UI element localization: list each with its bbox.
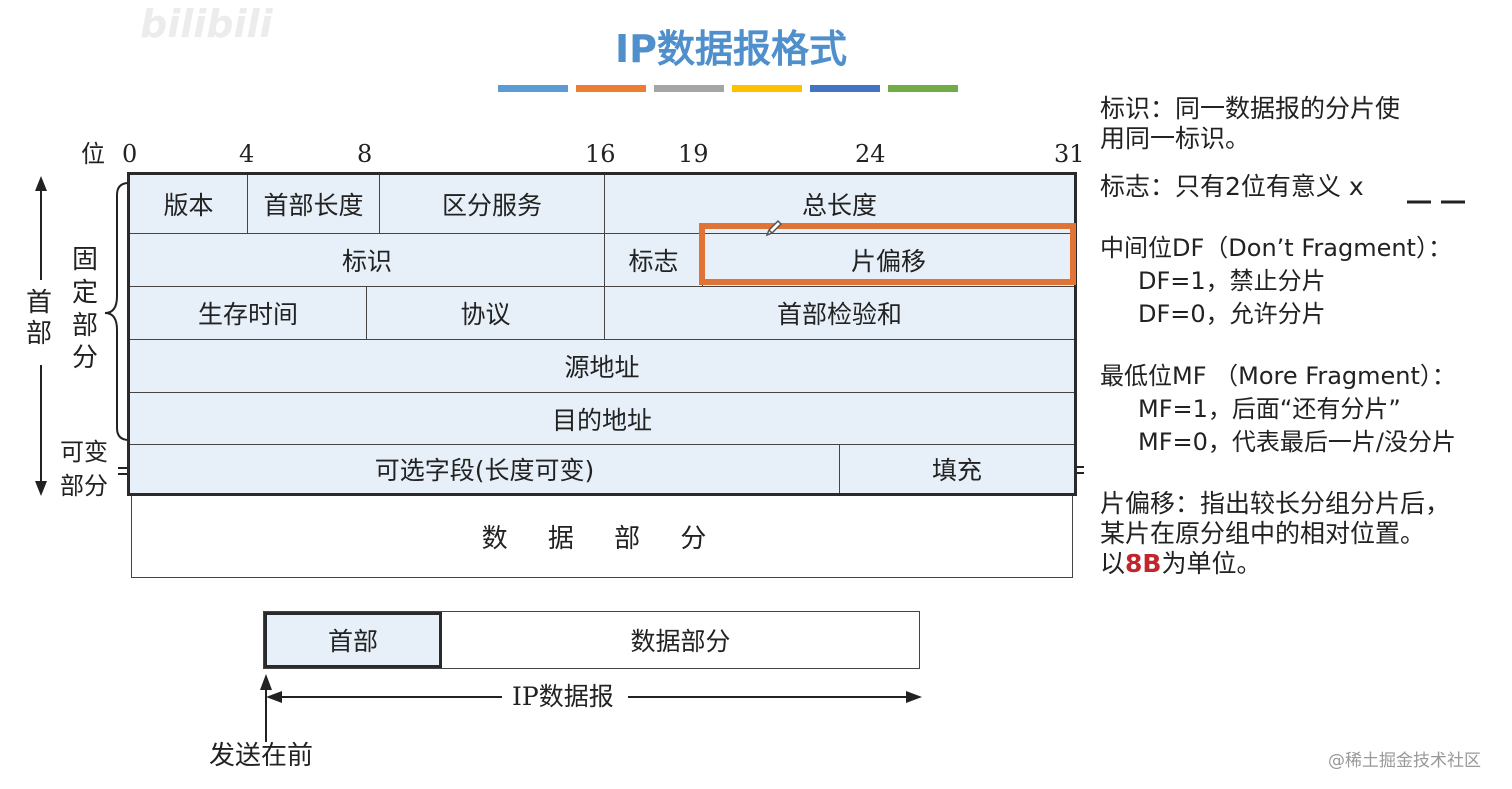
note-flags-row: 标志：只有2位有意义 x — [1100, 172, 1364, 202]
field-options: 可选字段(长度可变) — [130, 445, 840, 493]
note-df-title: 中间位DF（Don’t Fragment）： — [1100, 234, 1452, 262]
note-mf-0: MF=0，代表最后一片/没分片 — [1138, 427, 1456, 456]
datagram-arrows — [260, 674, 922, 742]
variable-part-label-line1: 可变 — [60, 438, 108, 466]
note-df-1: DF=1，禁止分片 — [1138, 266, 1326, 295]
note-mf-1: MF=1，后面“还有分片” — [1138, 394, 1401, 423]
note-fo-3-post: 为单位。 — [1161, 549, 1262, 578]
color-stripe-3 — [654, 85, 724, 92]
bit-tick-19: 19 — [678, 140, 709, 168]
field-protocol: 协议 — [367, 287, 605, 340]
page-title: IP数据报格式 — [615, 27, 847, 71]
note-fo-3-pre: 以 — [1100, 549, 1126, 578]
bit-tick-4: 4 — [239, 140, 255, 168]
field-header-checksum: 首部检验和 — [605, 287, 1074, 340]
field-header-length: 首部长度 — [248, 175, 380, 234]
ip-header-table: 版本 首部长度 区分服务 总长度 标识 标志 片偏移 生存时间 协议 首部检验和… — [127, 172, 1077, 496]
note-mf-block: 最低位MF （More Fragment）： MF=1，后面“还有分片” MF=… — [1100, 362, 1456, 456]
bilibili-watermark: bilibili — [140, 2, 273, 46]
note-identification-2: 用同一标识。 — [1100, 124, 1251, 153]
juejin-watermark: @稀土掘金技术社区 — [1328, 751, 1481, 771]
fragment-offset-highlight — [699, 223, 1076, 285]
field-source-address: 源地址 — [130, 340, 1074, 393]
field-ttl: 生存时间 — [130, 287, 367, 340]
field-destination-address: 目的地址 — [130, 393, 1074, 445]
fixed-part-side-label: 固定部分 — [72, 245, 99, 374]
note-df-0: DF=0，允许分片 — [1138, 299, 1326, 328]
datagram-header: 首部 — [264, 612, 442, 668]
datagram-label: IP数据报 — [512, 682, 614, 711]
color-stripe-1 — [498, 85, 568, 92]
field-fragment-offset: 片偏移 — [703, 234, 1074, 287]
variable-part-label-line2: 部分 — [60, 472, 108, 500]
color-stripe-5 — [810, 85, 880, 92]
field-padding: 填充 — [931, 456, 982, 485]
send-first-label: 发送在前 — [209, 741, 314, 771]
note-fo-2: 某片在原分组中的相对位置。 — [1100, 519, 1426, 548]
field-identification: 标识 — [130, 234, 605, 287]
note-identification-1: 标识：同一数据报的分片使 — [1100, 94, 1401, 123]
bit-tick-24: 24 — [855, 140, 886, 168]
color-stripe-6 — [888, 85, 958, 92]
datagram-data: 数据部分 — [630, 627, 731, 656]
note-fragment-offset-block: 片偏移：指出较长分组分片后， 某片在原分组中的相对位置。 以8B为单位。 — [1100, 489, 1450, 579]
color-stripe-4 — [732, 85, 802, 92]
color-stripe-2 — [576, 85, 646, 92]
datagram-box: 首部 数据部分 — [263, 611, 920, 669]
header-side-label: 首部 — [26, 288, 53, 350]
notes-panel: 标识：同一数据报的分片使 用同一标识。 — [1100, 94, 1400, 154]
note-fo-3-unit: 8B — [1125, 549, 1162, 578]
field-version: 版本 — [130, 175, 248, 234]
bit-tick-0: 0 — [122, 140, 138, 168]
pen-cursor-icon — [765, 219, 783, 237]
bit-axis-label: 位 — [81, 140, 105, 168]
bit-tick-8: 8 — [357, 140, 373, 168]
field-differentiated-services: 区分服务 — [380, 175, 605, 234]
bit-tick-16: 16 — [585, 140, 616, 168]
field-flags: 标志 — [605, 234, 703, 287]
note-fo-3: 以8B为单位。 — [1100, 549, 1450, 579]
data-part: 数 据 部 分 — [131, 496, 1073, 578]
flag-bits-blanks — [1407, 200, 1465, 204]
note-df-block: 中间位DF（Don’t Fragment）： DF=1，禁止分片 DF=0，允许… — [1100, 234, 1452, 328]
bit-tick-31: 31 — [1054, 140, 1085, 168]
field-total-length: 总长度 — [605, 175, 1074, 234]
note-fo-1: 片偏移：指出较长分组分片后， — [1100, 489, 1451, 518]
note-flags: 标志：只有2位有意义 x — [1100, 172, 1364, 201]
note-mf-title: 最低位MF （More Fragment）： — [1100, 362, 1456, 390]
